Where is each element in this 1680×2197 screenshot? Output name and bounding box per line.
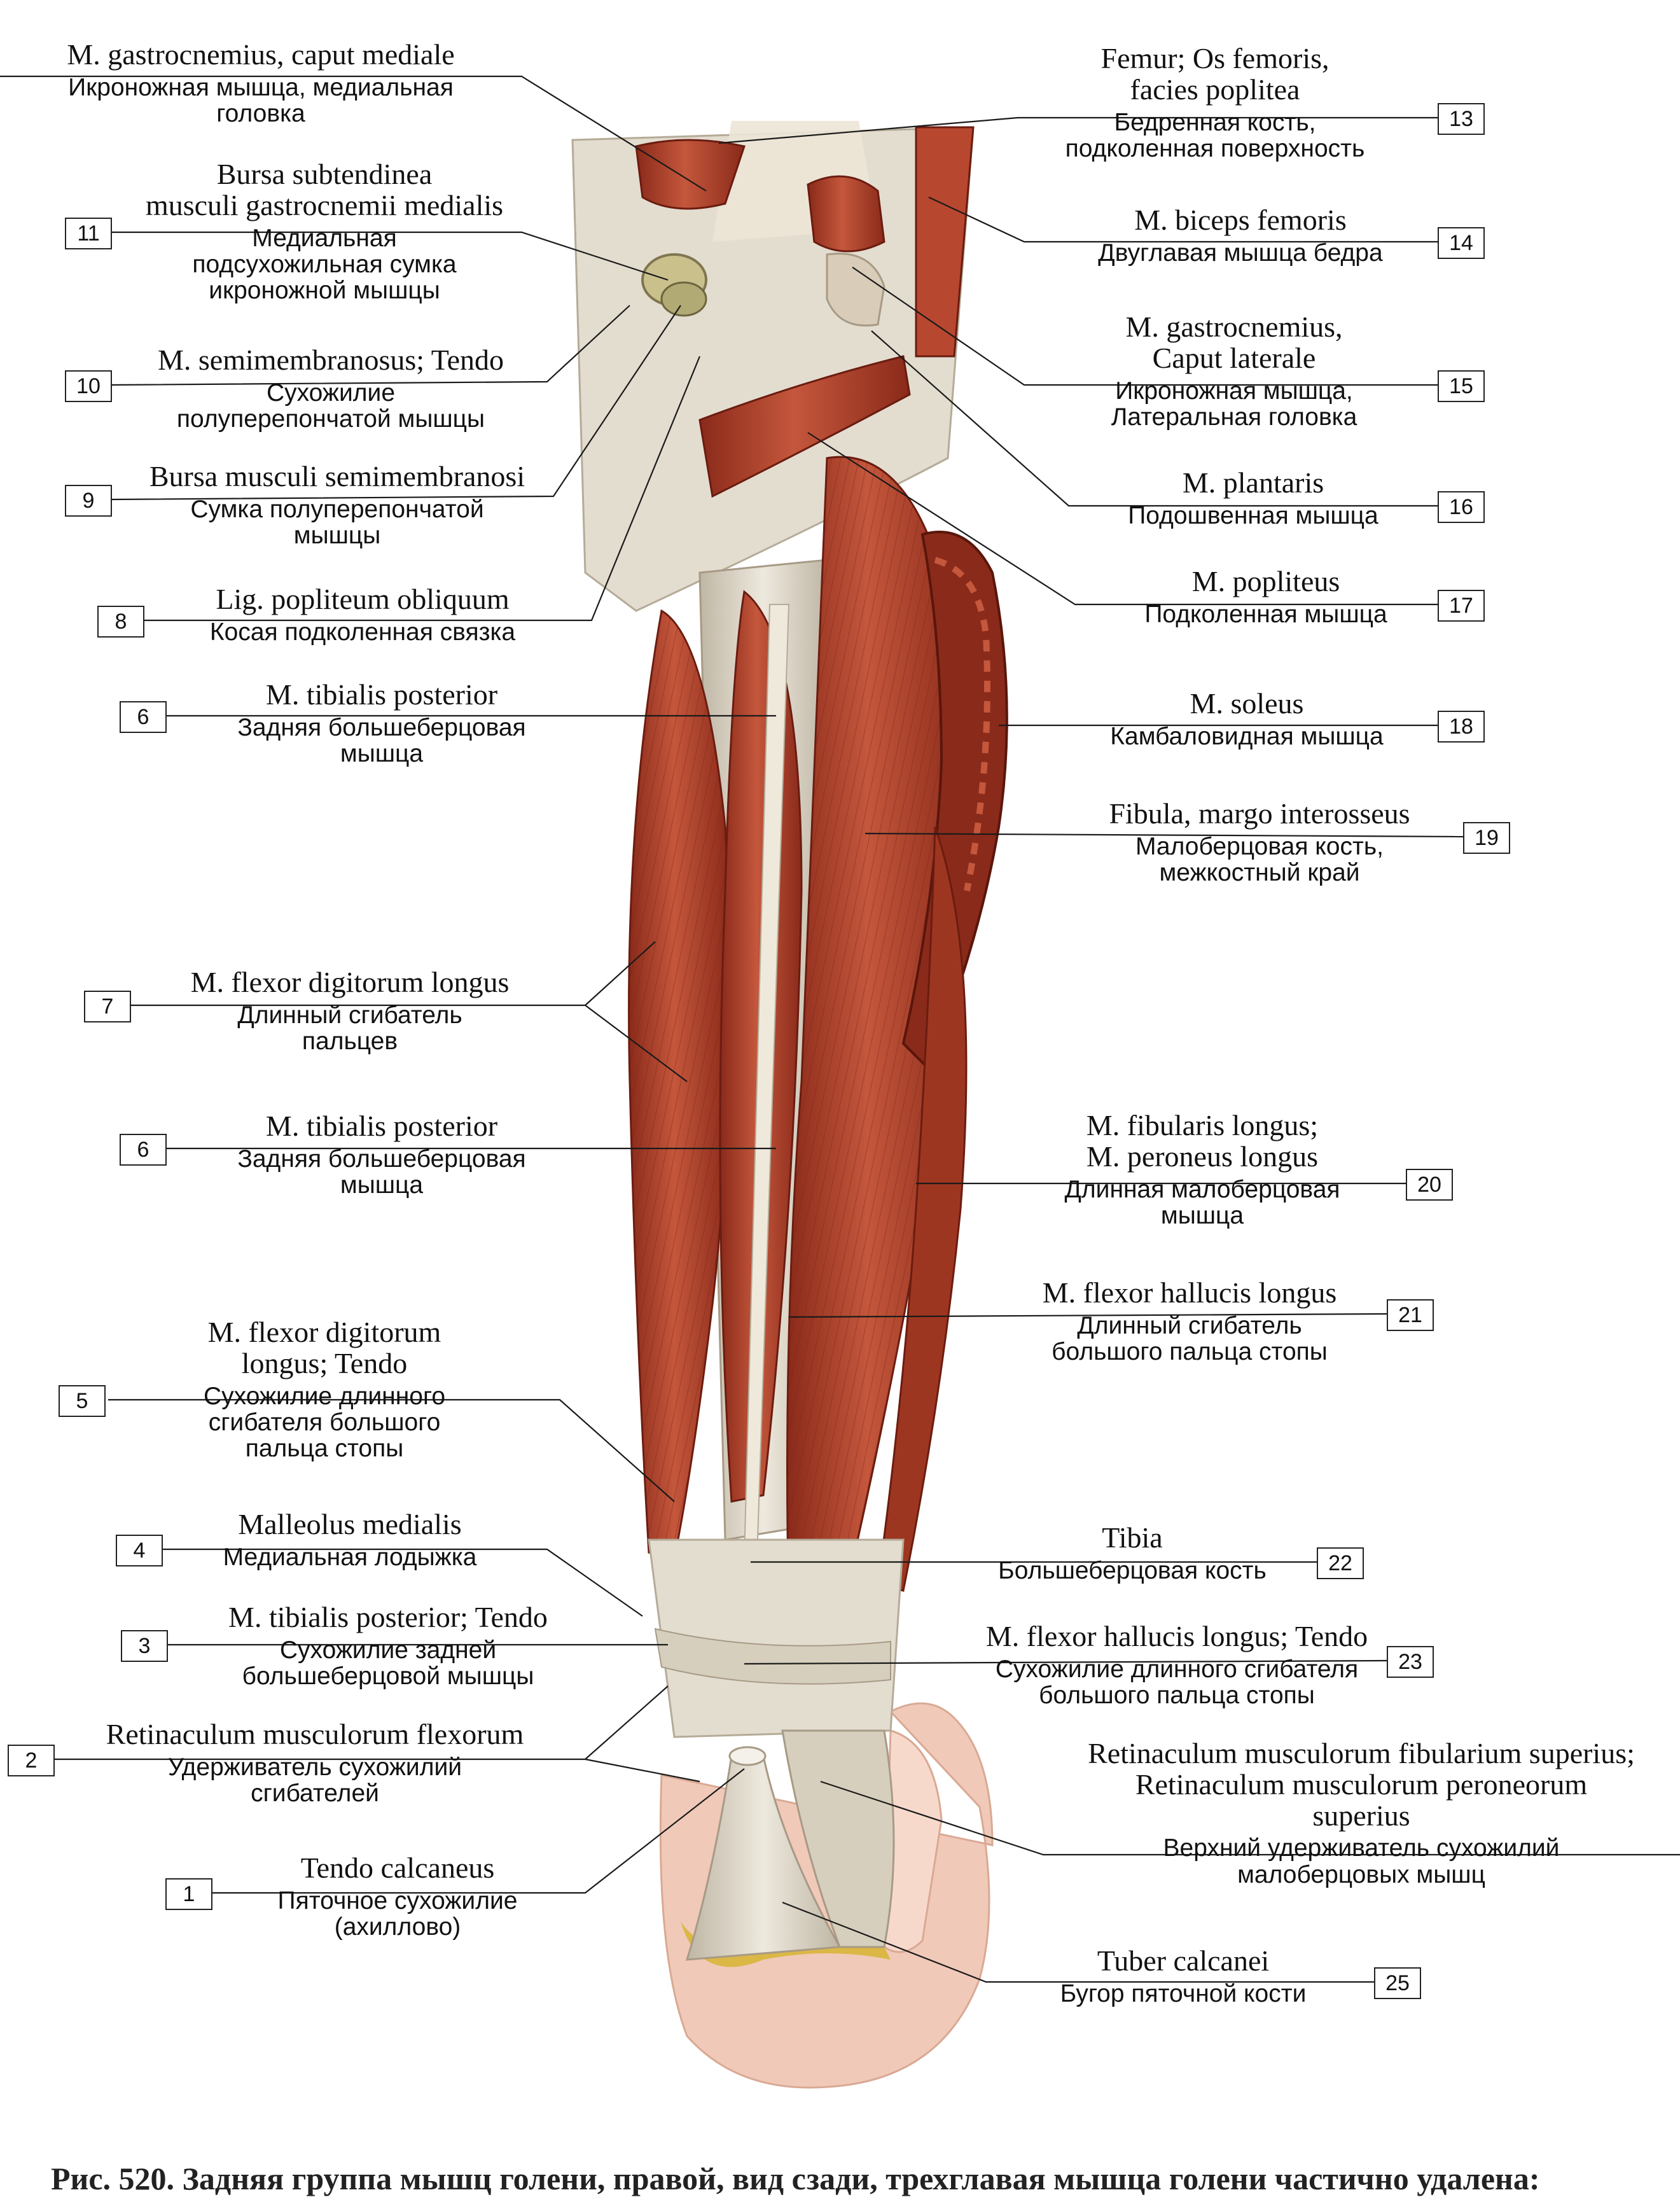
gastro-medial-stump [635, 139, 746, 210]
marker-22: 22 [1317, 1547, 1364, 1579]
marker-5: 5 [59, 1385, 106, 1417]
marker-2: 2 [8, 1745, 55, 1776]
marker-9: 9 [65, 485, 112, 517]
label-semimembranosus-tendo: M. semimembranosus; Tendo Сухожилие полу… [157, 344, 504, 433]
popliteus [698, 355, 911, 498]
label-femur: Femur; Os femoris, facies poplitea Бедре… [1065, 42, 1365, 162]
label-lig-popliteum: Lig. popliteum obliquum Косая подколенна… [209, 583, 516, 646]
label-retinaculum-flexorum: Retinaculum musculorum flexorum Удержива… [106, 1718, 524, 1808]
label-biceps-femoris: M. biceps femoris Двуглавая мышца бедра [1098, 204, 1383, 267]
retinaculum-flexorum [654, 1628, 891, 1685]
label-popliteus: M. popliteus Подколенная мышца [1144, 565, 1387, 628]
label-bursa-subtendinea: Bursa subtendinea musculi gastrocnemii m… [145, 158, 504, 305]
label-gastrocnemius-medial: M. gastrocnemius, caput mediale Икроножн… [67, 38, 455, 128]
label-tuber-calcanei: Tuber calcanei Бугор пяточной кости [1060, 1944, 1307, 2007]
figure-caption: Рис. 520. Задняя группа мышц голени, пра… [51, 2161, 1540, 2196]
label-tibialis-posterior-lower: M. tibialis posterior Задняя большеберцо… [237, 1110, 526, 1199]
marker-7: 7 [84, 991, 131, 1022]
marker-8: 8 [97, 606, 144, 638]
label-flexor-hallucis-longus: M. flexor hallucis longus Длинный сгибат… [1042, 1276, 1337, 1366]
label-gastrocnemius-lateral: M. gastrocnemius, Caput laterale Икронож… [1111, 310, 1357, 431]
label-fibularis-longus: M. fibularis longus; M. peroneus longus … [1064, 1109, 1340, 1229]
label-soleus: M. soleus Камбаловидная мышца [1110, 687, 1384, 750]
label-tibia: Tibia Большеберцовая кость [998, 1521, 1267, 1584]
biceps-femoris [915, 126, 975, 358]
label-fhl-tendo: M. flexor hallucis longus; Tendo Сухожил… [985, 1620, 1368, 1710]
label-plantaris: M. plantaris Подошвенная мышца [1128, 466, 1378, 529]
calcaneus [781, 1729, 895, 1948]
marker-18: 18 [1438, 711, 1485, 743]
marker-23: 23 [1387, 1646, 1434, 1678]
marker-14: 14 [1438, 227, 1485, 259]
marker-21: 21 [1387, 1299, 1434, 1331]
marker-25: 25 [1374, 1967, 1421, 1999]
label-bursa-semimembranosi: Bursa musculi semimembranosi Сумка полуп… [149, 460, 525, 550]
marker-6-lower: 6 [120, 1134, 167, 1166]
label-retinaculum-fibularium: Retinaculum musculorum fibularium superi… [1088, 1737, 1635, 1888]
plantaris-head [826, 253, 885, 327]
gastro-lateral-stump [807, 175, 885, 253]
marker-3: 3 [121, 1630, 168, 1662]
marker-11: 11 [65, 218, 112, 249]
achilles-cut [728, 1746, 767, 1766]
label-malleolus-medialis: Malleolus medialis Медиальная лодыжка [223, 1508, 477, 1571]
label-fibula: Fibula, margo interosseus Малоберцовая к… [1109, 797, 1410, 887]
marker-10: 10 [65, 370, 112, 402]
marker-16: 16 [1438, 491, 1485, 523]
leader-lines [0, 75, 1680, 1983]
marker-19: 19 [1463, 822, 1510, 854]
marker-20: 20 [1406, 1169, 1453, 1201]
marker-17: 17 [1438, 590, 1485, 622]
ankle-tendons [648, 1538, 905, 1738]
label-tendo-calcaneus: Tendo calcaneus Пяточное сухожилие (ахил… [277, 1852, 518, 1941]
label-flexor-digitorum-longus: M. flexor digitorum longus Длинный сгиба… [190, 966, 510, 1056]
label-tibialis-posterior-upper: M. tibialis posterior Задняя большеберцо… [237, 678, 526, 768]
label-tibialis-posterior-tendo: M. tibialis posterior; Tendo Сухожилие з… [228, 1601, 548, 1691]
marker-13: 13 [1438, 103, 1485, 135]
marker-6-upper: 6 [120, 701, 167, 733]
label-fdl-tendo: M. flexor digitorum longus; Tendo Сухожи… [203, 1316, 446, 1463]
marker-15: 15 [1438, 370, 1485, 402]
marker-1: 1 [165, 1878, 212, 1910]
marker-4: 4 [116, 1535, 163, 1566]
